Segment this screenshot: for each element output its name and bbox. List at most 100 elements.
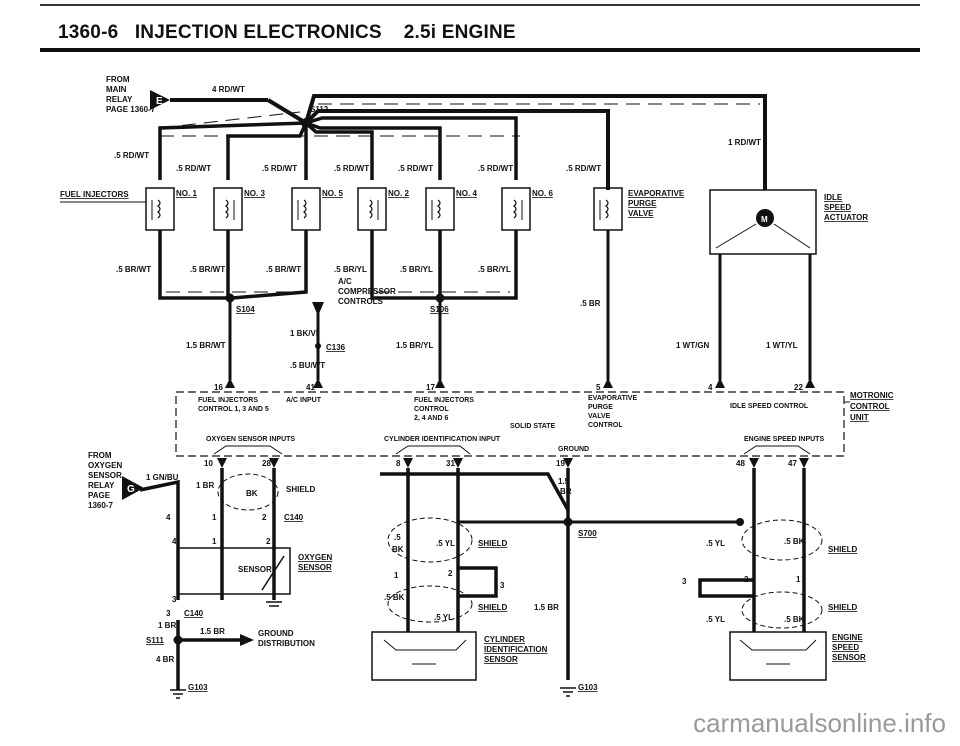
oxy-sensor-diagonal	[261, 555, 285, 591]
c140-label-b: C140	[184, 609, 204, 618]
wire-05bryl-b: .5 BR/YL	[400, 265, 433, 274]
ecu-input-brackets	[213, 445, 811, 455]
idle-1: IDLE	[824, 193, 843, 202]
eng-pin-2: 2	[744, 575, 749, 584]
ecu-ac: A/C INPUT	[286, 397, 322, 404]
wire-05rdwt-e: .5 RD/WT	[398, 164, 433, 173]
wire-4br: 4 BR	[156, 655, 174, 664]
ground-g103-left	[170, 689, 186, 699]
motronic-label: MOTRONIC CONTROL UNIT	[850, 391, 894, 422]
wire-1wtyl: 1 WT/YL	[766, 341, 798, 350]
wire-05brwt-a: .5 BR/WT	[116, 265, 151, 274]
wire-05rdwt-f: .5 RD/WT	[478, 164, 513, 173]
oxy-sensor-2: SENSOR	[298, 563, 332, 572]
splice-s111	[173, 635, 183, 645]
pin-22: 22	[794, 383, 803, 392]
pin-16: 16	[214, 383, 223, 392]
ac-1: A/C	[338, 277, 352, 286]
oxy-shield: SHIELD	[286, 485, 316, 494]
ac-2: COMPRESSOR	[338, 287, 396, 296]
pin-4-sensor: 4	[172, 537, 177, 546]
wire-15br-left: 1.5 BR	[200, 627, 225, 636]
injector-feed-labels: .5 RD/WT .5 RD/WT .5 RD/WT .5 RD/WT .5 R…	[114, 151, 601, 173]
wire-05br: .5 BR	[580, 299, 601, 308]
eng-sensor-coil	[739, 639, 817, 651]
connector-e: E	[156, 96, 163, 107]
cyl-bk: BK	[392, 545, 404, 554]
cyl-pin-2: 2	[448, 569, 453, 578]
pin-1-oxy: 1	[212, 513, 217, 522]
page-title: 1360-6 INJECTION ELECTRONICS 2.5i ENGINE	[58, 22, 516, 44]
evap-3: VALVE	[628, 209, 654, 218]
pin-47: 47	[788, 459, 797, 468]
evap-2: PURGE	[628, 199, 657, 208]
g103-center-label: G103	[578, 683, 598, 692]
splice-s112-label: S112	[310, 105, 329, 114]
wire-4rdwt: 4 RD/WT	[212, 85, 245, 94]
wire-05rdwt-b: .5 RD/WT	[176, 164, 211, 173]
splice-s104	[225, 293, 235, 303]
wire-05rdwt-d: .5 RD/WT	[334, 164, 369, 173]
eng-05bk-b: .5 BK	[784, 615, 805, 624]
cyl-shield-lower	[387, 585, 473, 623]
eng-05yl-b: .5 YL	[706, 615, 725, 624]
wire-15bryl: 1.5 BR/YL	[396, 341, 433, 350]
evap-1: EVAPORATIVE	[628, 189, 685, 198]
ecu-evap-4: CONTROL	[588, 422, 623, 429]
eng-05yl-a: .5 YL	[706, 539, 725, 548]
from-oxy-6: 1360-7	[88, 501, 113, 510]
cyl-pin-3: 3	[500, 581, 505, 590]
from-oxy-2: OXYGEN	[88, 461, 122, 470]
pin-8: 8	[396, 459, 401, 468]
pin-10: 10	[204, 459, 213, 468]
c140-label-a: C140	[284, 513, 304, 522]
title-rule	[40, 48, 920, 52]
title-engine: 2.5i ENGINE	[403, 22, 516, 43]
actuator-motor-icon	[756, 209, 774, 227]
ecu-evap-2: PURGE	[588, 404, 613, 411]
ecu-fuel2-1: FUEL INJECTORS	[414, 397, 474, 404]
idle-actuator-label: IDLE SPEED ACTUATOR	[824, 193, 868, 222]
eng-shield-a: SHIELD	[828, 545, 858, 554]
ecu-ground: GROUND	[558, 446, 589, 453]
eng-speed-2: SPEED	[832, 643, 859, 652]
cyl-shield-a: SHIELD	[478, 539, 508, 548]
from-main-relay-2: MAIN	[106, 85, 127, 94]
ecu-eng: ENGINE SPEED INPUTS	[744, 436, 824, 443]
pin-2-sensor: 2	[266, 537, 271, 546]
cyl-shield-upper	[387, 517, 473, 563]
pin-5: 5	[596, 383, 601, 392]
engine-speed-sensor-box	[729, 631, 827, 681]
wire-15br-center: 1.5 BR	[534, 603, 559, 612]
ground-dist-arrow	[240, 634, 254, 646]
ecu-top-pin-arrows	[225, 378, 815, 388]
oxy-sensor-inner: SENSOR	[238, 565, 272, 574]
pin-31: 31	[446, 459, 455, 468]
injector-return-labels: .5 BR/WT .5 BR/WT .5 BR/WT .5 BR/YL .5 B…	[116, 265, 798, 370]
title-main: INJECTION ELECTRONICS	[134, 22, 382, 43]
cyl-id-3: SENSOR	[484, 655, 518, 664]
connector-g: G	[127, 484, 135, 495]
pin-48: 48	[736, 459, 745, 468]
splice-s111-label: S111	[146, 636, 164, 645]
eng-speed-1: ENGINE	[832, 633, 863, 642]
injector-no3: NO. 3	[244, 189, 265, 198]
cylinder-id-labels: .5 BK .5 YL SHIELD 1 2 3 .5 BK .5 YL SHI…	[384, 477, 598, 692]
ecu-fuel2-2: CONTROL	[414, 406, 449, 413]
title-section: 1360-6	[58, 22, 119, 43]
ecu-evap-3: VALVE	[588, 413, 611, 420]
evap-valve-label: EVAPORATIVE PURGE VALVE	[628, 189, 685, 218]
injector-no1: NO. 1	[176, 189, 197, 198]
from-oxy-1: FROM	[88, 451, 112, 460]
from-main-relay-1: FROM	[106, 75, 130, 84]
splice-right	[736, 518, 744, 526]
wire-1rdwt: 1 RD/WT	[728, 138, 761, 147]
injector-pins	[151, 200, 601, 220]
engine-speed-wires	[698, 468, 806, 632]
oxy-sensor-ground	[266, 601, 282, 607]
cyl-05bk: .5 BK	[384, 593, 405, 602]
ecu-bottom-pin-arrows	[217, 458, 809, 468]
ecu-evap-1: EVAPORATIVE	[588, 395, 637, 402]
